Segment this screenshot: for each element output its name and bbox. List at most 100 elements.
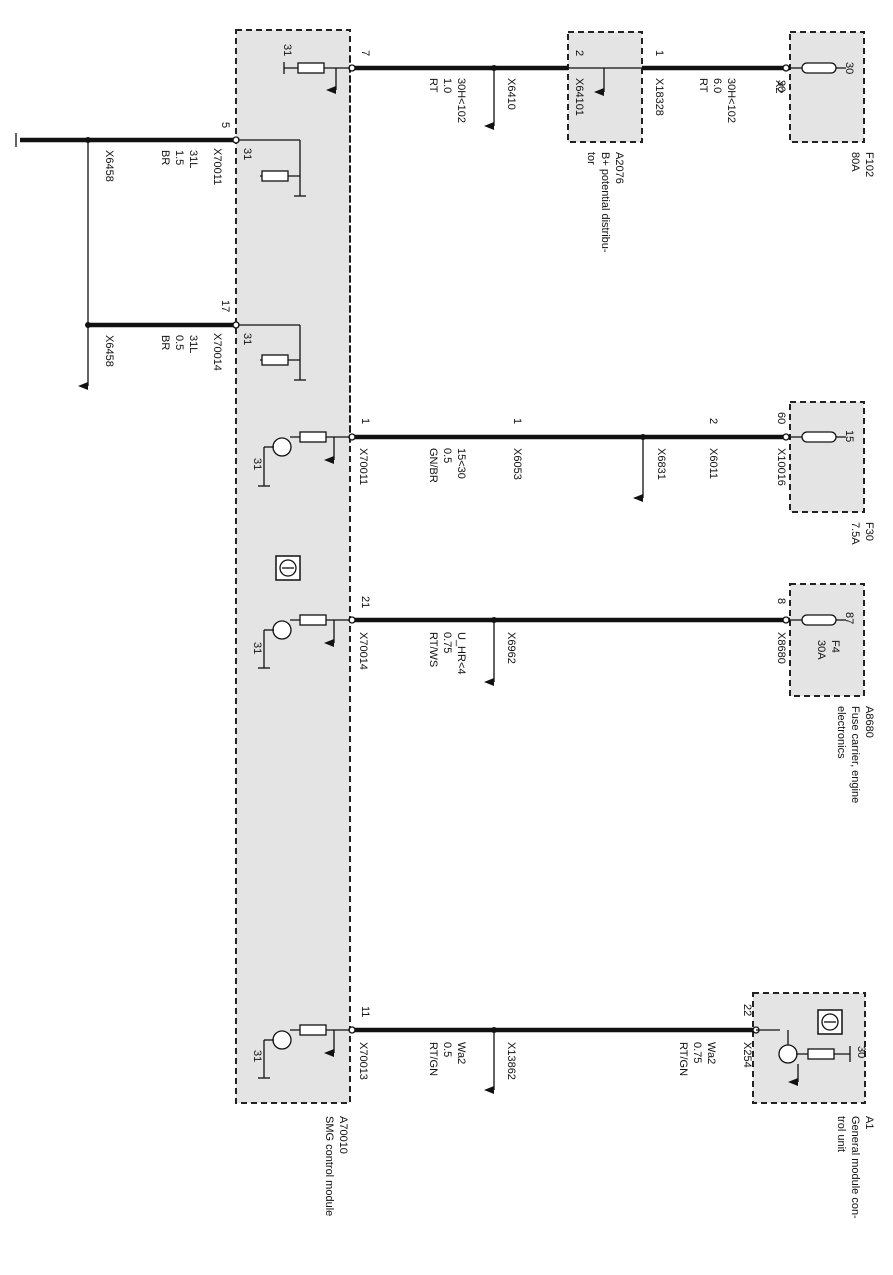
- wire-size: 6.0: [711, 78, 723, 93]
- smg-module-id: A70010: [337, 1116, 349, 1154]
- general-module-symbol-icon: [817, 1009, 843, 1035]
- distributor-name: B+ potential distribu-: [599, 152, 611, 253]
- smg-module-symbol-icon: [275, 555, 301, 581]
- pin-number: 21: [359, 596, 371, 608]
- wire-color: RT/GN: [427, 1042, 439, 1076]
- fuse-f30-box: [789, 401, 865, 513]
- wire-size: 0.5: [441, 448, 453, 463]
- ground-label: 31: [281, 44, 293, 56]
- wire-color: RT: [697, 78, 709, 93]
- pin-number: 5: [219, 122, 231, 128]
- pin-number: 60: [775, 412, 787, 424]
- distributor-name: tor: [585, 152, 597, 165]
- connector-label: X6962: [505, 632, 517, 664]
- fuse-terminal: 15: [843, 430, 855, 442]
- connector-label: X70011: [357, 448, 369, 485]
- distributor-id: A2076: [613, 152, 625, 184]
- connector-label: X2: [773, 80, 785, 93]
- wire-color: RT: [427, 78, 439, 93]
- fuse-carrier-name: electronics: [835, 706, 847, 759]
- connector-label: X10016: [775, 448, 787, 486]
- fuse-f4-icon: [789, 614, 846, 626]
- pin-number: 30: [775, 80, 787, 92]
- ground-label: 31: [251, 642, 263, 654]
- fuse-id: F4: [829, 640, 841, 653]
- wire-signal: 15<30: [455, 448, 467, 479]
- connector-label: X6053: [511, 448, 523, 480]
- wire-color: RT/GN: [677, 1042, 689, 1076]
- wire-color: BR: [159, 150, 171, 165]
- connector-label: X6011: [707, 448, 719, 479]
- pin-number: 17: [219, 300, 231, 312]
- connector-label: X70014: [357, 632, 369, 670]
- connector-label: X8680: [775, 632, 787, 664]
- wire-size: 1.5: [173, 150, 185, 165]
- connector-label: X6458: [103, 150, 115, 182]
- ground-label: 31: [251, 458, 263, 470]
- fuse-terminal: 87: [843, 612, 855, 624]
- ground-label: 31: [241, 148, 253, 160]
- connector-label: X6410: [505, 78, 517, 110]
- pin-circle: [782, 433, 790, 441]
- smg-pulldown-pin17: [238, 324, 306, 381]
- smg-input-resistor-pin7: [283, 62, 350, 94]
- wire-size: 0.75: [441, 632, 453, 653]
- fuse-f102-box: [789, 31, 865, 143]
- general-module-name: trol unit: [835, 1116, 847, 1152]
- pin-number: 2: [573, 50, 585, 56]
- fuse-rating: 7.5A: [849, 522, 861, 545]
- junction-dot: [491, 65, 497, 71]
- pin-number: 8: [775, 598, 787, 604]
- general-module-box: [752, 992, 866, 1104]
- ground-label: 31: [251, 1050, 263, 1062]
- connector-label: X18328: [653, 78, 665, 116]
- connector-label: X64101: [573, 78, 585, 116]
- junction-dot: [85, 322, 91, 328]
- smg-pulldown-pin5: [238, 139, 306, 197]
- wire-color: RT/WS: [427, 632, 439, 667]
- potential-distributor-box: [567, 31, 643, 143]
- junction-dot: [491, 617, 497, 623]
- general-module-terminal: 30: [855, 1046, 867, 1058]
- connector-label: X70011: [211, 148, 223, 185]
- junction-dot: [85, 137, 91, 143]
- pin-number: 7: [359, 50, 371, 56]
- general-module-id: A1: [863, 1116, 875, 1129]
- connector-label: X6831: [655, 448, 667, 480]
- junction-dot: [640, 434, 646, 440]
- wire-size: 0.75: [691, 1042, 703, 1063]
- connector-label: X13862: [505, 1042, 517, 1080]
- wire-color: GN/BR: [427, 448, 439, 483]
- wire-size: 1.0: [441, 78, 453, 93]
- fuse-id: F102: [863, 152, 875, 177]
- wire-size: 0.5: [441, 1042, 453, 1057]
- wire-size: 0.5: [173, 335, 185, 350]
- wire-signal: 31L: [187, 335, 199, 353]
- fuse-id: F30: [863, 522, 875, 541]
- connector-label: X6458: [103, 335, 115, 367]
- pin-number: 1: [653, 50, 665, 56]
- wire-signal: Wa2: [455, 1042, 467, 1064]
- ground-label: 31: [241, 333, 253, 345]
- wire-signal: 31L: [187, 150, 199, 168]
- wire-signal: Wa2: [705, 1042, 717, 1064]
- wire-color: BR: [159, 335, 171, 350]
- fuse-f102-icon: [789, 62, 846, 74]
- pin-circle: [782, 64, 790, 72]
- pin-number: 22: [741, 1004, 753, 1016]
- pin-number: 11: [359, 1006, 371, 1017]
- junction-dot: [491, 1027, 497, 1033]
- pin-circle: [782, 616, 790, 624]
- fuse-carrier-box: [789, 583, 865, 697]
- smg-transistor-pin1: [258, 431, 350, 487]
- fuse-carrier-name: Fuse carrier, engine: [849, 706, 861, 803]
- fuse-carrier-id: A8680: [863, 706, 875, 738]
- pin-number: 2: [707, 418, 719, 424]
- smg-transistor-pin11: [258, 1024, 350, 1079]
- pin-number: 1: [511, 418, 523, 424]
- fuse-terminal: 30: [843, 62, 855, 74]
- fuse-f30-icon: [789, 431, 846, 443]
- wire-signal: 30H<102: [455, 78, 467, 123]
- pin-number: 1: [359, 418, 371, 424]
